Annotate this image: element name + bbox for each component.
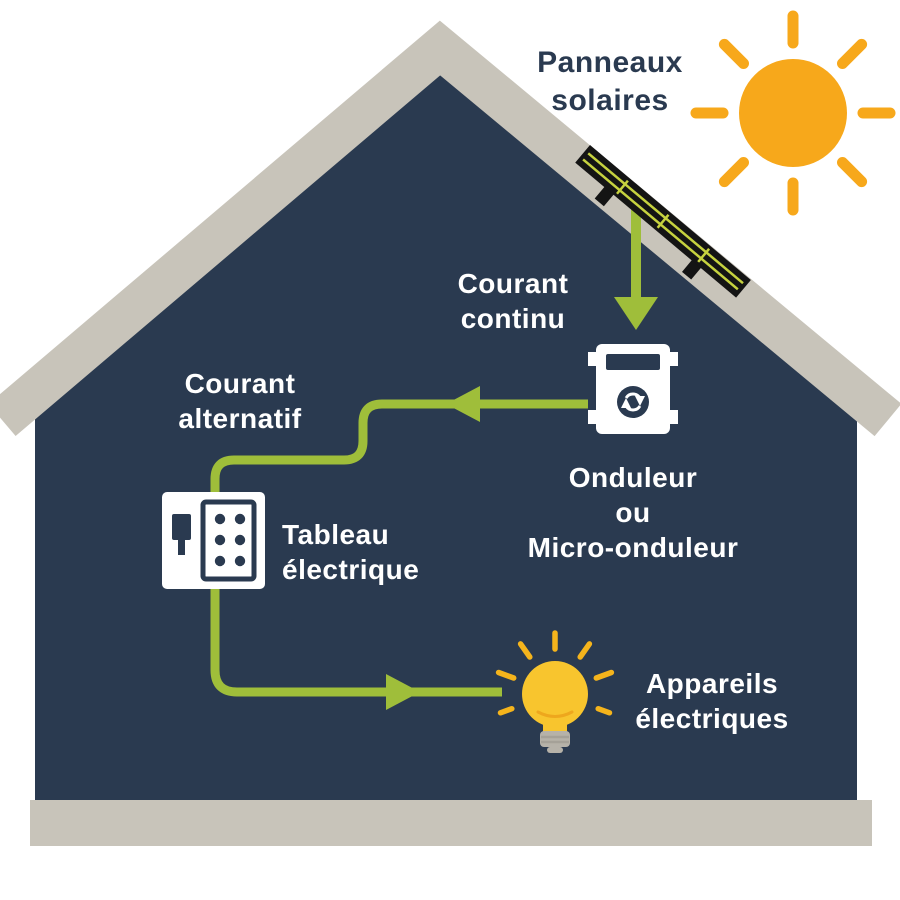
- light-bulb-icon: [495, 630, 615, 753]
- inverter-icon: [588, 344, 678, 434]
- label-appareils-electriques: Appareils électriques: [635, 666, 788, 736]
- label-courant-continu: Courant continu: [458, 266, 569, 336]
- label-onduleur: Onduleur ou Micro-onduleur: [528, 460, 739, 565]
- label-tableau-electrique: Tableau électrique: [282, 517, 419, 587]
- label-line: continu: [460, 303, 566, 334]
- label-line: Appareils: [645, 668, 779, 699]
- sun-icon: [690, 10, 896, 216]
- house-base: [30, 800, 872, 846]
- label-line: électriques: [635, 703, 789, 734]
- label-line: alternatif: [178, 403, 302, 434]
- electrical-panel-icon: [162, 492, 265, 589]
- label-panneaux-solaires: Panneaux solaires: [537, 44, 683, 120]
- solar-panel-icon: [575, 145, 751, 298]
- label-line: Courant: [184, 368, 296, 399]
- label-line: Panneaux: [537, 46, 683, 79]
- label-line: ou: [615, 497, 651, 528]
- label-line: solaires: [551, 84, 669, 117]
- label-line: Onduleur: [568, 462, 698, 493]
- ac-arrow-left: [210, 386, 588, 494]
- label-line: Courant: [457, 268, 569, 299]
- label-line: Micro-onduleur: [527, 532, 739, 563]
- label-line: électrique: [282, 554, 420, 585]
- label-courant-alternatif: Courant alternatif: [178, 366, 301, 436]
- roof: [0, 20, 900, 437]
- label-line: Tableau: [282, 519, 390, 550]
- appliance-arrow-right: [210, 588, 502, 710]
